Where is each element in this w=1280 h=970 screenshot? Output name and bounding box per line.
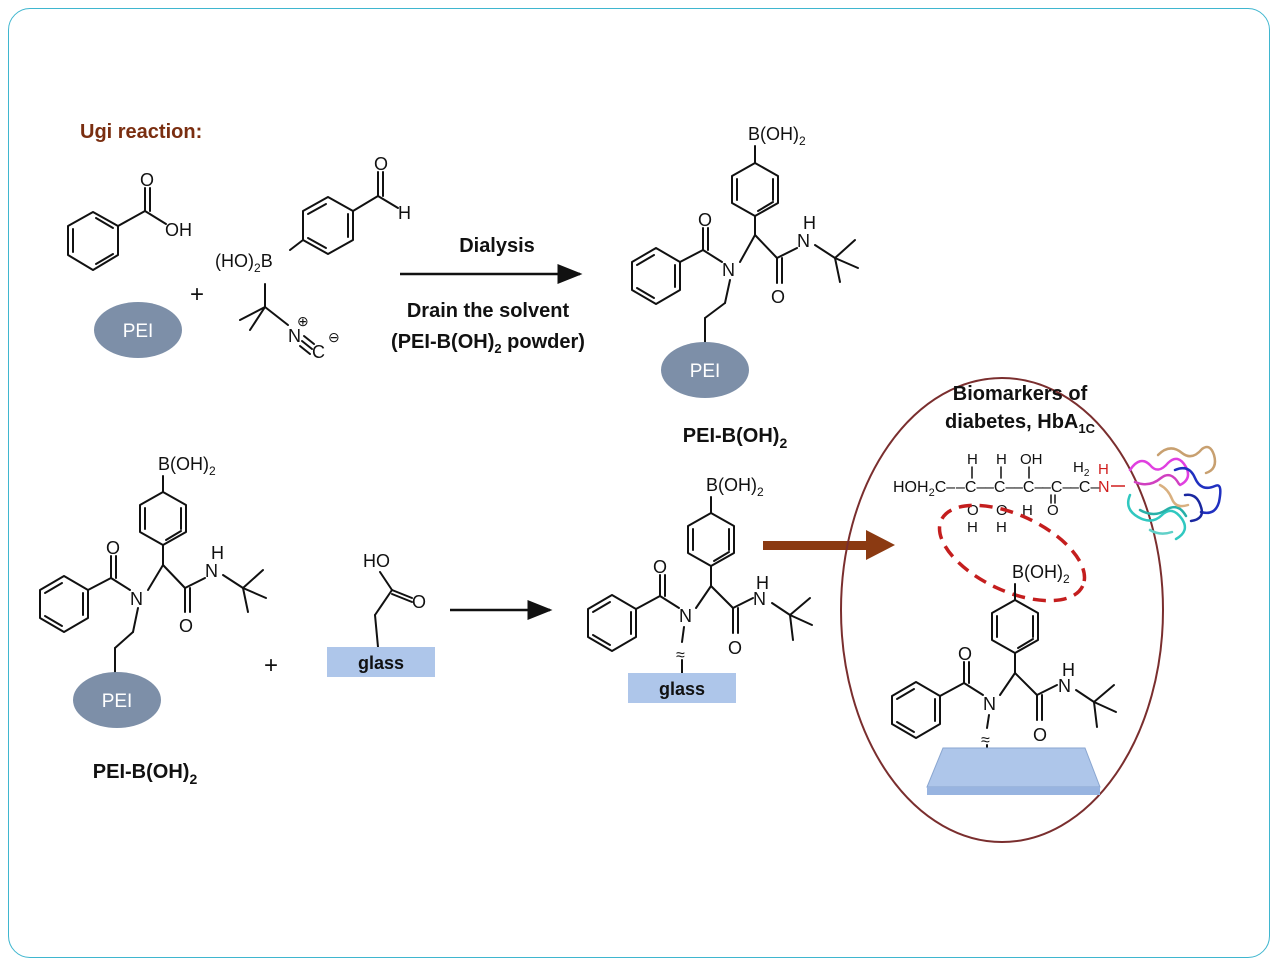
plus-sign-bottom: + xyxy=(264,652,278,679)
surface-nh-h: H xyxy=(1062,660,1075,680)
inset-oval xyxy=(840,377,1164,843)
drain-solvent-label: Drain the solvent xyxy=(407,300,570,322)
sugar-c1: –C– xyxy=(956,479,985,496)
isocyanide-n: N xyxy=(288,326,301,346)
powder-label: (PEI-B(OH)2 powder) xyxy=(391,331,585,356)
glass-substrate-reactant xyxy=(327,647,435,677)
pei-ellipse-top-product xyxy=(661,342,749,398)
top-product-structure: B(OH)2 N O N H O xyxy=(631,124,859,346)
sugar-h2-label: H2 xyxy=(1073,459,1090,479)
pei-label-bottom: PEI xyxy=(102,691,133,712)
glass-label-product: glass xyxy=(659,679,705,699)
bottom-reactant-benzoyl-o: O xyxy=(106,538,120,558)
sugar-c2: –C– xyxy=(985,479,1014,496)
plus-sign-top: + xyxy=(190,281,204,308)
top-product-boh: B(OH)2 xyxy=(748,124,806,148)
carboxyl-o: O xyxy=(412,592,426,612)
sugar-h2: H xyxy=(996,451,1007,468)
glass-surface-edge xyxy=(927,787,1100,795)
bottom-reactant-amide-o: O xyxy=(179,616,193,636)
hba1c-sugar-chain: HOH2C– –C– –C– –C– –C– –C– H H OH O O H … xyxy=(893,451,1125,536)
glass-product-amide-o: O xyxy=(728,638,742,658)
pei-ellipse-bottom xyxy=(73,672,161,728)
glass-product-squiggle: ≈ xyxy=(676,647,685,664)
top-product-nh-n: N xyxy=(797,231,810,251)
sugar-c3: –C– xyxy=(1014,479,1043,496)
boronate-interaction-dashed-oval xyxy=(937,503,1087,603)
big-brown-arrow xyxy=(763,530,895,560)
glass-product-benzoyl-o: O xyxy=(653,557,667,577)
top-product-n: N xyxy=(722,260,735,280)
isocyanide-plus-charge: ⊕ xyxy=(297,313,309,329)
bottom-reactant-structure: B(OH)2 N O N H O xyxy=(39,454,267,676)
ho2b-label: (HO)2B xyxy=(215,251,273,275)
surface-amide-o: O xyxy=(1033,725,1047,745)
surface-boronic-acid-structure: B(OH)2 N O N H O ≈ xyxy=(891,562,1117,761)
surface-nh-n: N xyxy=(1058,676,1071,696)
glass-product-n: N xyxy=(679,606,692,626)
amine-h: H xyxy=(1098,461,1109,478)
amine-n: N xyxy=(1098,479,1110,496)
top-product-name: PEI-B(OH)2 xyxy=(683,425,788,451)
benzoic-acid-carbonyl-o: O xyxy=(140,170,154,190)
glass-product-nh-n: N xyxy=(753,589,766,609)
sugar-h4: H xyxy=(967,519,978,536)
isocyanide-c: C xyxy=(312,342,325,362)
sugar-h5: H xyxy=(996,519,1007,536)
ugi-reaction-title: Ugi reaction: xyxy=(80,121,202,143)
top-product-amide-o: O xyxy=(771,287,785,307)
sugar-hoh2c: HOH2C– xyxy=(893,479,955,499)
glass-substrate-product xyxy=(628,673,736,703)
surface-squiggle: ≈ xyxy=(981,732,990,749)
formylphenylboronic-acid-structure: (HO)2B O H xyxy=(215,154,411,275)
glass-label-reactant: glass xyxy=(358,653,404,673)
glass-product-nh-h: H xyxy=(756,573,769,593)
sugar-c5: –C– xyxy=(1070,479,1099,496)
sugar-h3: H xyxy=(1022,502,1033,519)
inset-title-line2: diabetes, HbA1C xyxy=(945,411,1096,436)
top-product-nh-h: H xyxy=(803,213,816,233)
surface-boh: B(OH)2 xyxy=(1012,562,1070,586)
bottom-reactant-name: PEI-B(OH)2 xyxy=(93,761,198,787)
surface-benzoyl-o: O xyxy=(958,644,972,664)
glass-surface-slab xyxy=(926,747,1101,788)
sugar-c4: –C– xyxy=(1042,479,1071,496)
aldehyde-o: O xyxy=(374,154,388,174)
surface-n: N xyxy=(983,694,996,714)
dialysis-label: Dialysis xyxy=(459,235,535,257)
benzoic-acid-structure: O OH xyxy=(67,170,192,271)
sugar-carbonyl-o: O xyxy=(1047,502,1059,519)
sugar-o1: O xyxy=(967,502,979,519)
isocyanide-minus-charge: ⊖ xyxy=(328,329,340,345)
benzoic-acid-oh: OH xyxy=(165,220,192,240)
slide-frame xyxy=(8,8,1270,958)
glass-product-boh: B(OH)2 xyxy=(706,475,764,499)
bottom-reactant-boh: B(OH)2 xyxy=(158,454,216,478)
carboxyl-glass-structure: HO O xyxy=(363,551,426,648)
pei-ellipse-top xyxy=(94,302,182,358)
bottom-reactant-nh-h: H xyxy=(211,543,224,563)
top-product-benzoyl-o: O xyxy=(698,210,712,230)
bottom-reactant-nh-n: N xyxy=(205,561,218,581)
carboxyl-ho: HO xyxy=(363,551,390,571)
tert-butyl-isocyanide-structure: N ⊕ C ⊖ xyxy=(239,283,340,362)
bottom-reactant-n: N xyxy=(130,589,143,609)
inset-title-line1: Biomarkers of xyxy=(953,383,1088,405)
pei-label-top-product: PEI xyxy=(690,361,721,382)
pei-label-top: PEI xyxy=(123,321,154,342)
sugar-h1: H xyxy=(967,451,978,468)
sugar-oh-top: OH xyxy=(1020,451,1043,468)
hemoglobin-protein-icon xyxy=(1127,445,1222,541)
aldehyde-h: H xyxy=(398,203,411,223)
glass-product-structure: B(OH)2 N O N H O ≈ xyxy=(587,475,813,675)
